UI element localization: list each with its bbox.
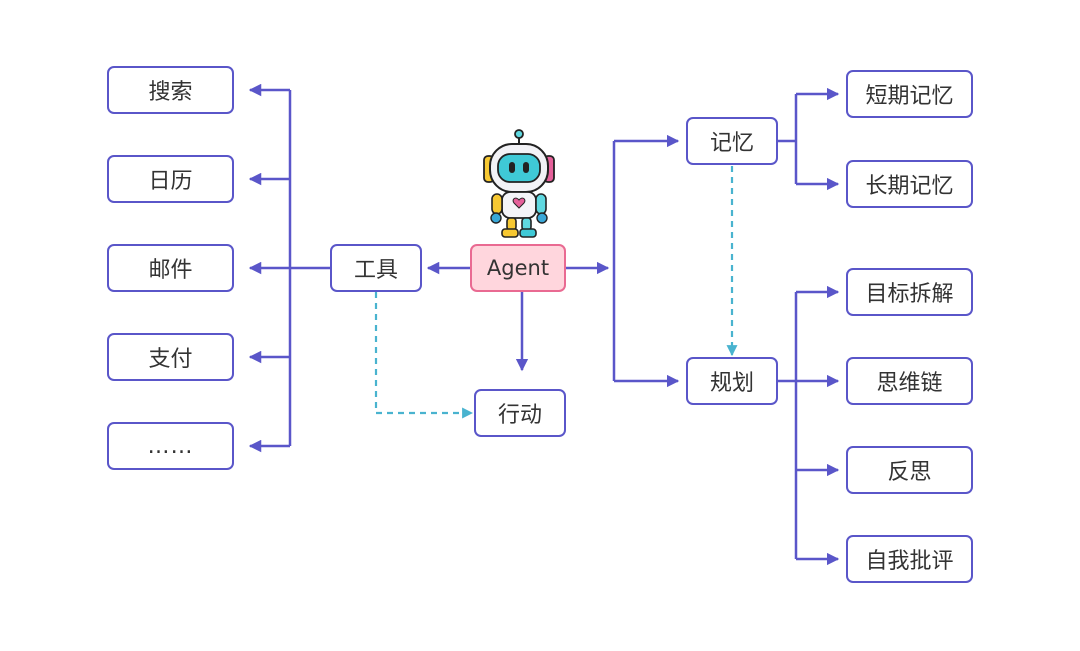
tool-payment-node: 支付 — [107, 333, 234, 381]
chain-of-thought-label: 思维链 — [876, 371, 943, 396]
tool-search-node: 搜索 — [107, 66, 234, 114]
self-critique-node: 自我批评 — [846, 535, 973, 583]
self-critique-label: 自我批评 — [865, 549, 954, 574]
long-term-memory-node: 长期记忆 — [846, 160, 973, 208]
short-term-memory-label: 短期记忆 — [865, 84, 954, 109]
tool-mail-node: 邮件 — [107, 244, 234, 292]
tool-more-label: …… — [147, 433, 194, 459]
tools-node-label: 工具 — [353, 258, 398, 283]
tool-calendar-node: 日历 — [107, 155, 234, 203]
tools-node: 工具 — [330, 244, 422, 292]
short-term-memory-node: 短期记忆 — [846, 70, 973, 118]
reflection-node: 反思 — [846, 446, 973, 494]
edge-tools-to-action-dashed — [374, 292, 474, 419]
memory-node-label: 记忆 — [709, 131, 754, 156]
robot-mascot-icon — [483, 129, 555, 238]
action-node: 行动 — [474, 389, 566, 437]
tool-more-node: …… — [107, 422, 234, 470]
planning-node: 规划 — [686, 357, 778, 405]
goal-decomposition-node: 目标拆解 — [846, 268, 973, 316]
tool-search-label: 搜索 — [148, 80, 193, 105]
tool-payment-label: 支付 — [148, 347, 193, 372]
memory-node: 记忆 — [686, 117, 778, 165]
planning-node-label: 规划 — [709, 371, 754, 396]
tool-mail-label: 邮件 — [148, 258, 193, 283]
chain-of-thought-node: 思维链 — [846, 357, 973, 405]
action-node-label: 行动 — [497, 403, 542, 428]
long-term-memory-label: 长期记忆 — [865, 174, 954, 199]
tool-calendar-label: 日历 — [148, 169, 193, 194]
reflection-label: 反思 — [887, 460, 932, 485]
agent-node: Agent — [470, 244, 566, 292]
agent-node-label: Agent — [486, 256, 550, 280]
goal-decomposition-label: 目标拆解 — [865, 282, 954, 307]
